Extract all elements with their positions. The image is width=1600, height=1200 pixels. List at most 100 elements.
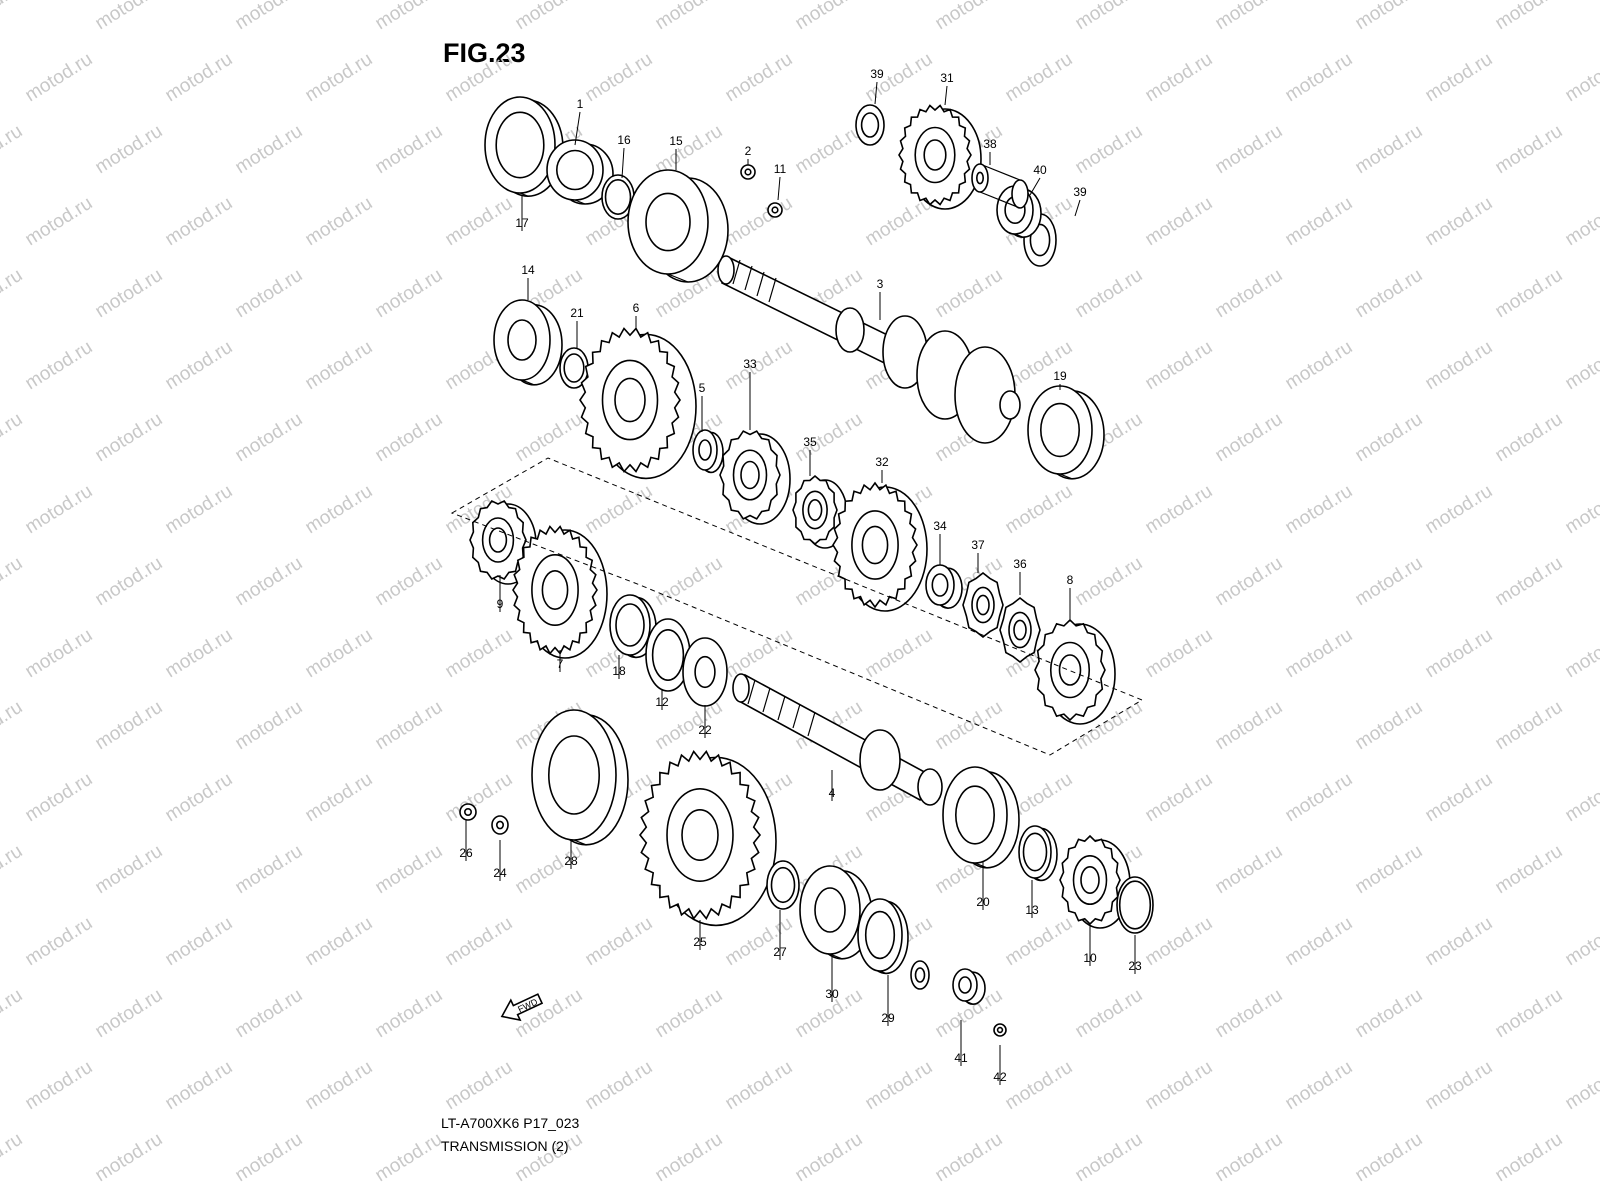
watermark-text: motod.ru [1492,265,1567,323]
watermark-text: motod.ru [22,481,97,539]
oil-seal-17 [484,96,564,197]
watermark-text: motod.ru [162,49,237,107]
watermark-text: motod.ru [22,49,97,107]
watermark-text: motod.ru [1142,49,1217,107]
parts [459,96,1154,1037]
assembly-outline [450,457,1144,756]
part-number-13: 13 [1025,903,1039,917]
watermark-text: motod.ru [582,49,657,107]
watermark-text: motod.ru [1212,1129,1287,1187]
watermark-text: motod.ru [442,913,517,971]
part-number-2: 2 [745,144,752,158]
watermark-text: motod.ru [302,193,377,251]
bearing-28 [531,709,629,846]
watermark-text: motod.ru [652,985,727,1043]
gear-25 [638,750,777,927]
watermark-text: motod.ru [1352,121,1427,179]
part-number-33: 33 [743,357,757,371]
leader-line [1029,177,1041,196]
gear-9 [469,499,537,585]
watermark-text: motod.ru [1352,985,1427,1043]
bearing-1 [546,139,614,205]
watermark-text: motod.ru [22,625,97,683]
gear-32 [832,481,928,612]
watermark-text: motod.ru [372,697,447,755]
watermark-text: motod.ru [302,337,377,395]
watermark-text: motod.ru [1562,49,1600,107]
watermark-text: motod.ru [1352,0,1427,34]
washer-37 [962,571,1004,639]
part-number-41: 41 [954,1051,968,1065]
watermark-text: motod.ru [22,913,97,971]
part-number-26: 26 [459,846,473,860]
watermark-text: motod.ru [1002,481,1077,539]
watermark-text: motod.ru [512,841,587,899]
watermark-text: motod.ru [652,0,727,34]
part-number-31: 31 [940,71,954,85]
driveshaft [732,673,943,806]
part-number-9: 9 [497,597,504,611]
watermark-text: motod.ru [0,0,26,34]
washer-22 [682,637,728,707]
part-number-27: 27 [773,945,787,959]
part-number-7: 7 [557,657,564,671]
washer-39-top [855,104,885,146]
watermark-text: motod.ru [1352,409,1427,467]
watermark-text: motod.ru [1282,193,1357,251]
watermark-text: motod.ru [1562,337,1600,395]
watermark-text: motod.ru [162,625,237,683]
watermark-text: motod.ru [22,193,97,251]
part-number-38: 38 [983,137,997,151]
watermark-text: motod.ru [1562,193,1600,251]
watermark-text: motod.ru [162,913,237,971]
watermark-text: motod.ru [22,769,97,827]
part-number-29: 29 [881,1011,895,1025]
watermark-text: motod.ru [1072,553,1147,611]
watermark-text: motod.ru [92,697,167,755]
watermark-text: motod.ru [582,1057,657,1115]
watermark-text: motod.ru [232,985,307,1043]
watermark-text: motod.ru [722,1057,797,1115]
gear-31 [898,104,982,210]
watermark-text: motod.ru [232,697,307,755]
watermark-text: motod.ru [1072,985,1147,1043]
watermark-text: motod.ru [932,1129,1007,1187]
leader-line [944,85,948,106]
watermark-text: motod.ru [512,0,587,34]
watermark-text: motod.ru [512,985,587,1043]
watermark-text: motod.ru [302,769,377,827]
watermark-text: motod.ru [162,769,237,827]
bushing-38 [971,163,1029,209]
watermark-text: motod.ru [232,121,307,179]
watermark-text: motod.ru [1422,193,1497,251]
watermark-text: motod.ru [1422,769,1497,827]
watermark-text: motod.ru [1282,769,1357,827]
watermark-text: motod.ru [1422,49,1497,107]
watermark-text: motod.ru [1072,0,1147,34]
watermark-text: motod.ru [372,409,447,467]
watermark-text: motod.ru [1422,625,1497,683]
part-number-16: 16 [617,133,631,147]
watermark-text: motod.ru [1072,121,1147,179]
watermark-text: motod.ru [932,697,1007,755]
oil-seal-29 [857,898,909,975]
ring-16 [601,174,635,220]
watermark-text: motod.ru [1072,1129,1147,1187]
watermark-text: motod.ru [1212,841,1287,899]
watermark-text: motod.ru [1212,553,1287,611]
watermark-text: motod.ru [1072,265,1147,323]
watermark-text: motod.ru [1002,1057,1077,1115]
watermark-text: motod.ru [372,553,447,611]
part-number-36: 36 [1013,557,1027,571]
watermark-text: motod.ru [372,985,447,1043]
watermark-text: motod.ru [372,841,447,899]
watermark-text: motod.ru [1282,913,1357,971]
screw-42 [993,1023,1007,1037]
watermark-text: motod.ru [1282,337,1357,395]
watermark-text: motod.ru [372,0,447,34]
leader-line [574,111,581,146]
gear-6 [579,327,697,480]
watermark-text: motod.ru [92,841,167,899]
watermark-text: motod.ru [1352,553,1427,611]
